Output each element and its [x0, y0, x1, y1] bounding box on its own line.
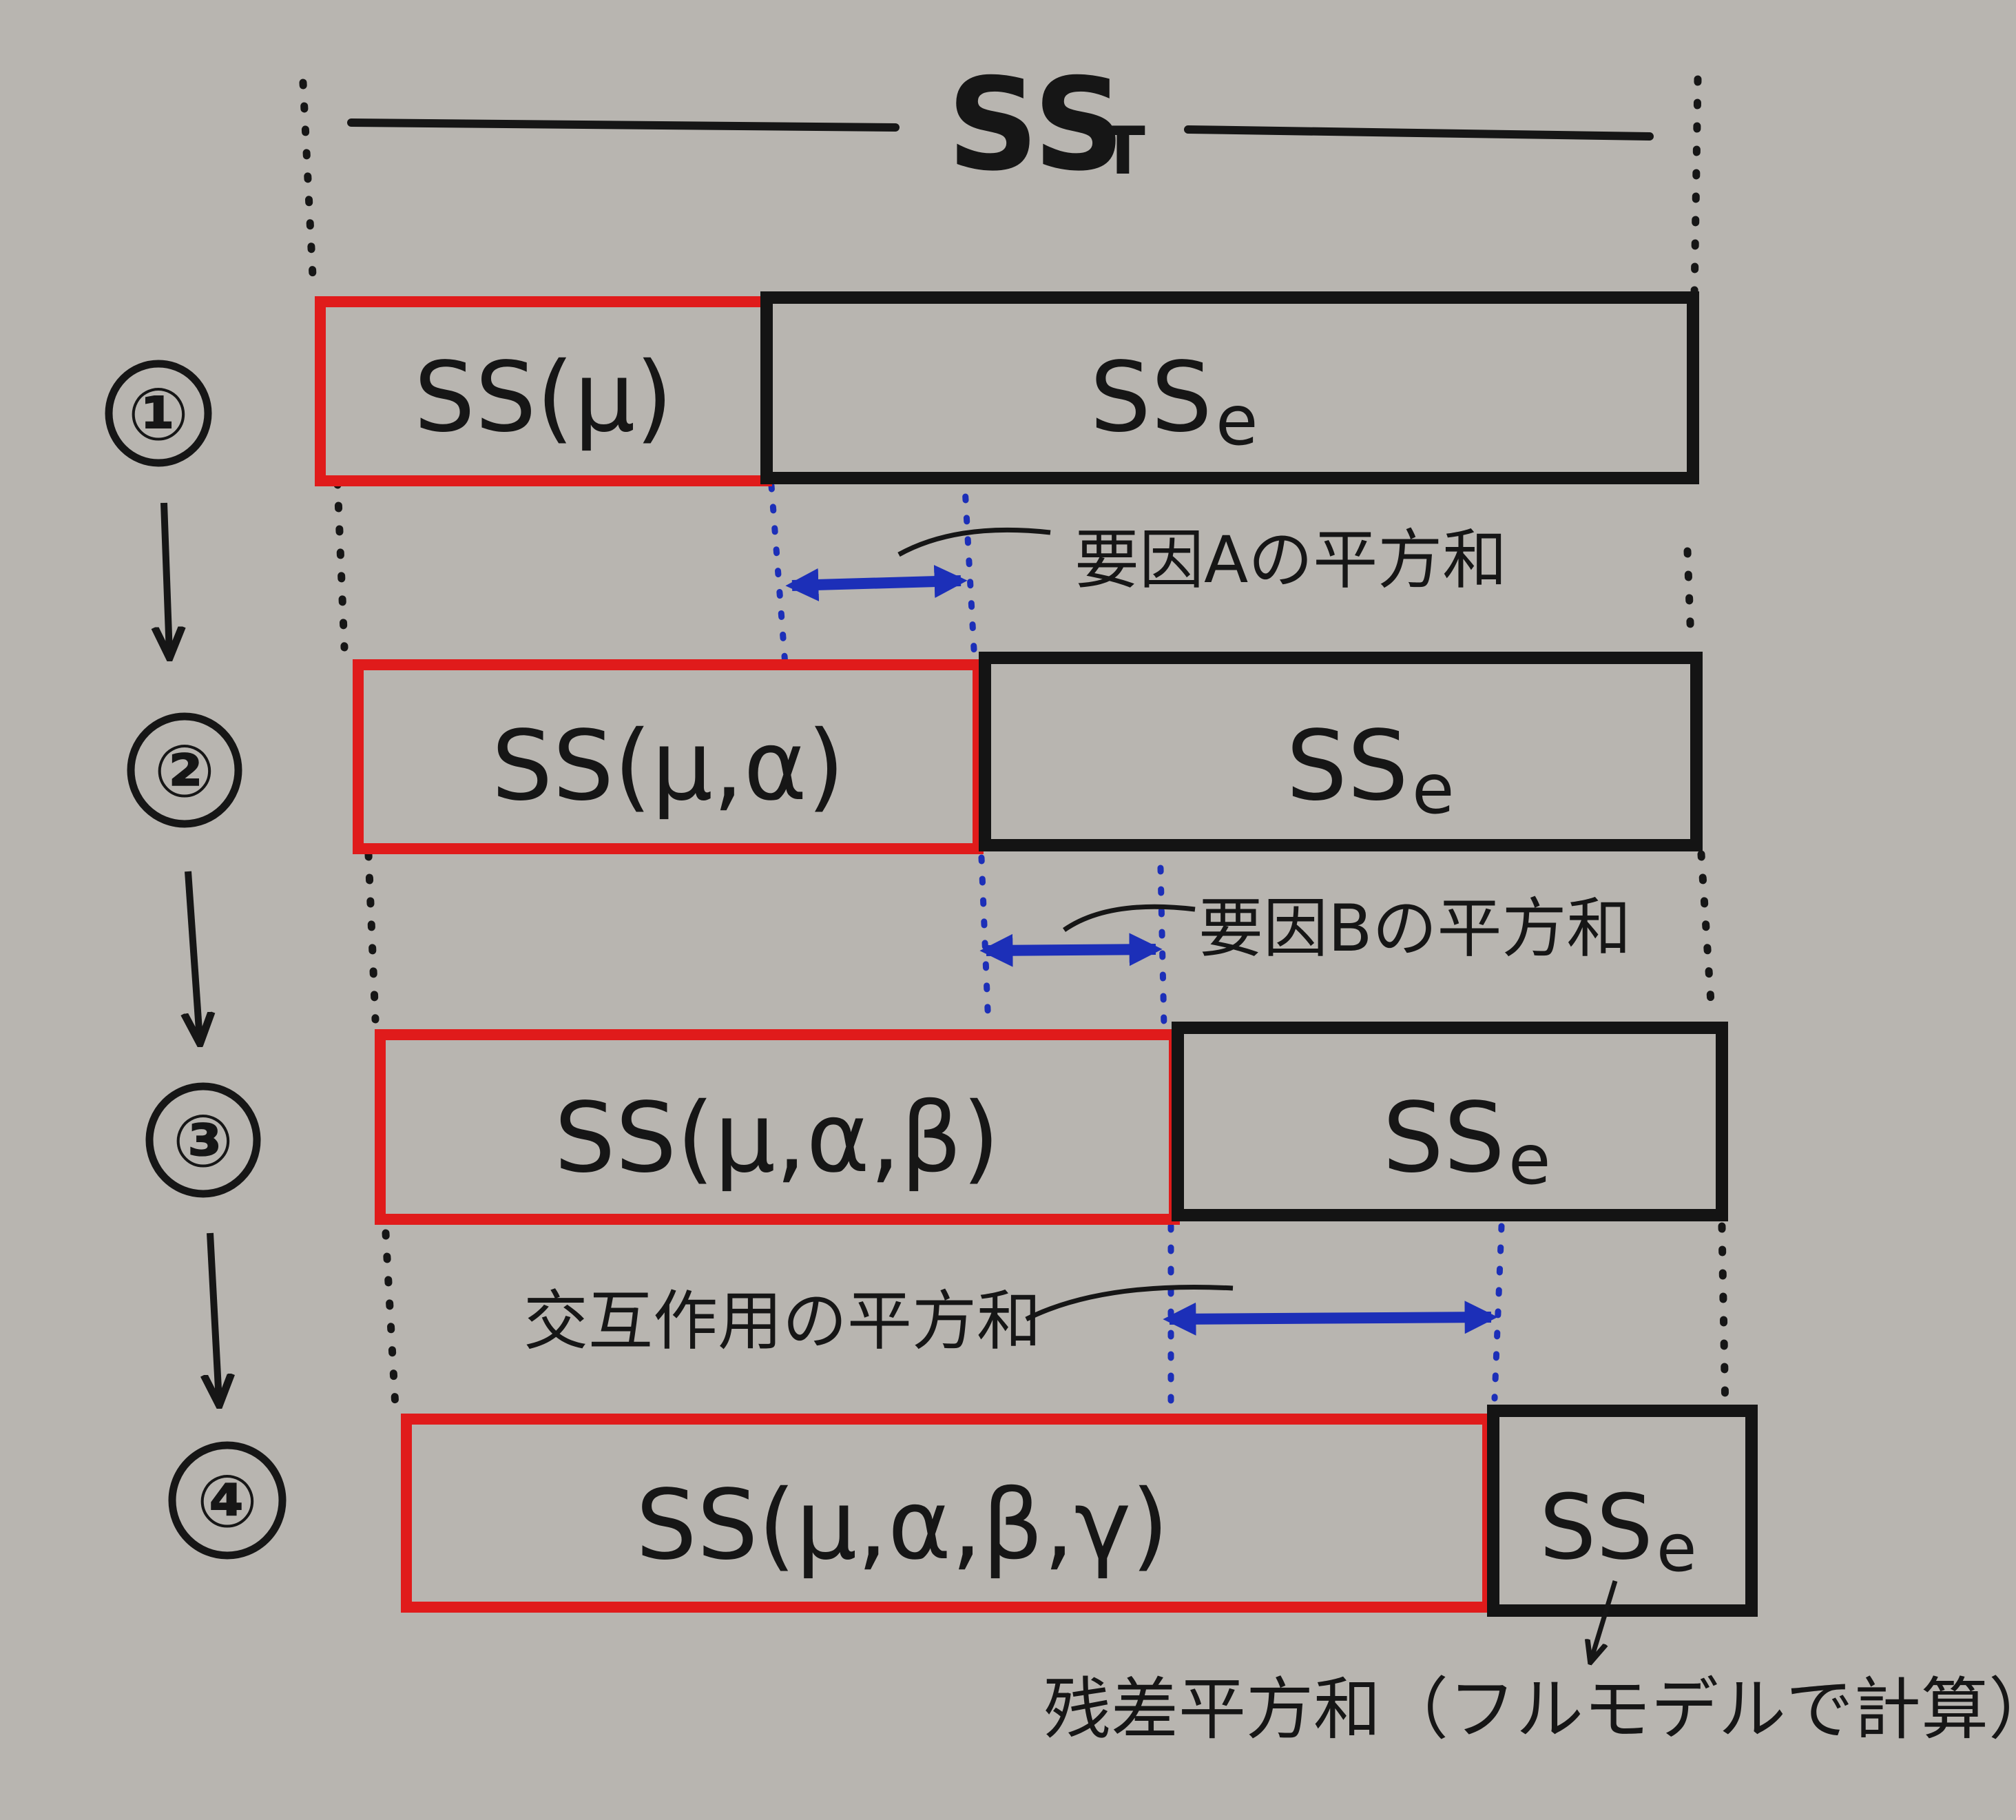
difference-b-arrow	[979, 933, 1163, 967]
guide-b-left	[978, 854, 992, 1030]
flow-arrow-2	[188, 871, 200, 1040]
step-4-row: ④ SS(μ,α,β,γ) SS e	[168, 1405, 1758, 1617]
total-subscript: T	[1101, 114, 1145, 189]
residual-subscript-1: e	[1216, 380, 1258, 461]
residual-label-3: SS	[1382, 1082, 1505, 1195]
difference-interaction-label: 交互作用の平方和	[523, 1284, 1041, 1359]
residual-box-4	[1487, 1405, 1758, 1617]
difference-interaction-arrow	[1163, 1301, 1498, 1336]
difference-b: 要因Bの平方和	[979, 891, 1632, 967]
residual-subscript-4: e	[1656, 1511, 1696, 1586]
guide-a-left	[768, 482, 789, 668]
model-label-1: SS(μ)	[414, 342, 673, 454]
residual-subscript-2: e	[1412, 749, 1455, 829]
step-4-number: ④	[197, 1460, 258, 1544]
difference-a-label: 要因Aの平方和	[1074, 523, 1507, 598]
difference-a-leader	[897, 527, 1051, 557]
difference-b-leader	[1063, 904, 1196, 932]
residual-box-3	[1172, 1022, 1728, 1221]
difference-b-label: 要因Bの平方和	[1198, 891, 1632, 966]
step-3-circle	[145, 1082, 261, 1198]
residual-subscript-3: e	[1508, 1119, 1551, 1200]
step-2-circle	[127, 712, 242, 828]
residual-label-1: SS	[1090, 342, 1212, 454]
model-box-2	[353, 659, 984, 854]
guide-b-right	[1157, 865, 1167, 1030]
guide-a-right	[961, 472, 978, 665]
total-right-boundary	[1683, 75, 1729, 1416]
residual-box-2	[979, 652, 1703, 851]
difference-interaction-leader	[1025, 1284, 1234, 1322]
residual-note-pointer	[1591, 1580, 1618, 1660]
residual-label-4: SS	[1539, 1475, 1653, 1580]
step-2-number: ②	[154, 730, 216, 814]
total-label: SS	[947, 50, 1125, 199]
total-sum-of-squares-header: SS T	[347, 50, 1654, 199]
step-2-row: ② SS(μ,α) SS e	[127, 652, 1703, 854]
difference-a-arrow	[785, 565, 968, 601]
model-label-2: SS(μ,α)	[492, 710, 845, 823]
model-label-3: SS(μ,α,β)	[554, 1082, 1000, 1195]
difference-a: 要因Aの平方和	[785, 523, 1507, 601]
model-label-4: SS(μ,α,β,γ)	[636, 1469, 1169, 1582]
step-3-row: ③ SS(μ,α,β) SS e	[145, 1022, 1728, 1225]
total-span-line-right	[1184, 125, 1654, 141]
total-span-line-left	[347, 118, 900, 132]
step-1-number: ①	[128, 373, 189, 457]
residual-box-1	[760, 291, 1699, 484]
step-3-number: ③	[173, 1099, 234, 1183]
total-boundary-lines	[299, 75, 1729, 1423]
flow-arrow-1	[164, 502, 169, 654]
difference-interaction: 交互作用の平方和	[523, 1284, 1498, 1359]
residual-note: 残差平方和（フルモデルで計算）	[1043, 1580, 2016, 1749]
step-1-circle	[105, 360, 212, 467]
step-1-row: ① SS(μ) SS e	[105, 291, 1699, 486]
step-4-circle	[168, 1441, 287, 1560]
flow-arrow-3	[210, 1232, 219, 1402]
guide-ab-right	[1491, 1223, 1505, 1402]
residual-label-2: SS	[1286, 710, 1409, 823]
residual-note-label: 残差平方和（フルモデルで計算）	[1043, 1671, 2016, 1749]
